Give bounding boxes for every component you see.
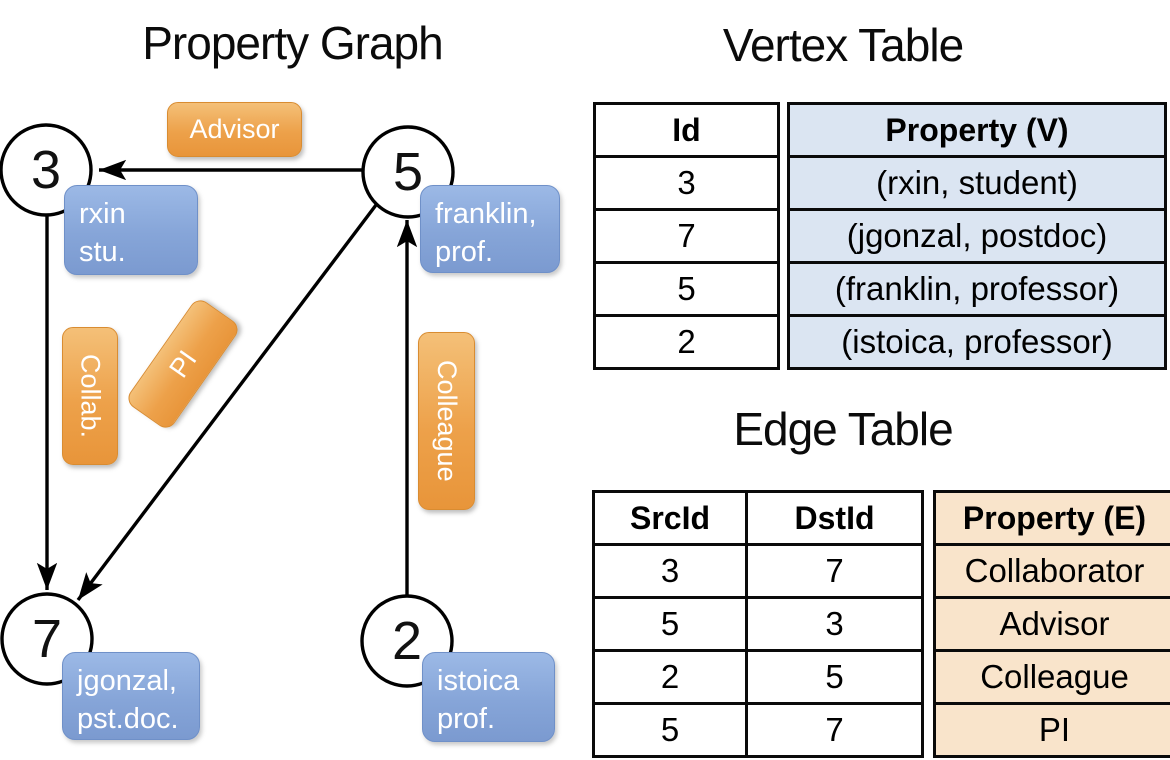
edge-table-title: Edge Table <box>733 403 953 455</box>
vertex-id-cell: 3 <box>593 155 780 211</box>
node-7-id: 7 <box>31 609 63 669</box>
edge-table: SrcId DstId 3 7 5 3 2 5 5 7 Property (E)… <box>592 490 1170 758</box>
vertex-table-id-header: Id <box>593 102 780 158</box>
vertex-box-3-line2: stu. <box>79 236 126 269</box>
vertex-table-property-column: Property (V) (rxin, student) (jgonzal, p… <box>787 102 1167 370</box>
vertex-box-3-line1: rxin <box>79 198 126 230</box>
node-2-id: 2 <box>391 611 423 671</box>
edge-table-property-column: Property (E) Collaborator Advisor Collea… <box>933 490 1170 758</box>
edge-table-dstid-header: DstId <box>745 490 924 546</box>
edge-label-colleague: Colleague <box>418 332 475 510</box>
vertex-property-box-5: franklin, prof. <box>420 185 560 273</box>
edge-src-cell: 3 <box>592 543 748 599</box>
edge-5-to-7 <box>76 203 378 602</box>
vertex-property-box-3: rxin stu. <box>64 185 198 275</box>
edge-table-id-columns: SrcId DstId 3 7 5 3 2 5 5 7 <box>592 490 924 758</box>
edge-property-cell: Collaborator <box>933 543 1170 599</box>
vertex-property-box-7: jgonzal, pst.doc. <box>62 652 200 740</box>
vertex-property-cell: (istoica, professor) <box>787 314 1167 370</box>
vertex-box-5-line1: franklin, <box>435 198 537 230</box>
node-3-id: 3 <box>30 140 62 200</box>
edge-label-advisor: Advisor <box>167 102 302 157</box>
vertex-table-id-column: Id 3 7 5 2 <box>593 102 780 370</box>
edge-table-srcid-header: SrcId <box>592 490 748 546</box>
edge-table-property-header: Property (E) <box>933 490 1170 546</box>
edge-property-cell: Advisor <box>933 596 1170 652</box>
edge-dst-cell: 3 <box>745 596 924 652</box>
vertex-id-cell: 2 <box>593 314 780 370</box>
vertex-id-cell: 7 <box>593 208 780 264</box>
edge-label-collab: Collab. <box>62 327 118 465</box>
vertex-table: Id 3 7 5 2 Property (V) (rxin, student) … <box>593 102 1167 370</box>
vertex-box-2-line1: istoica <box>437 665 520 697</box>
edge-property-cell: Colleague <box>933 649 1170 705</box>
vertex-box-5-line2: prof. <box>435 236 494 269</box>
edge-property-cell: PI <box>933 702 1170 758</box>
edge-src-cell: 5 <box>592 596 748 652</box>
property-graph-title: Property Graph <box>142 17 443 69</box>
edge-dst-cell: 7 <box>745 702 924 758</box>
node-5-id: 5 <box>392 142 424 202</box>
vertex-box-2-line2: prof. <box>437 703 496 736</box>
vertex-box-7-line1: jgonzal, <box>77 665 177 697</box>
edge-dst-cell: 7 <box>745 543 924 599</box>
edge-dst-cell: 5 <box>745 649 924 705</box>
edge-src-cell: 5 <box>592 702 748 758</box>
vertex-table-property-header: Property (V) <box>787 102 1167 158</box>
vertex-property-box-2: istoica prof. <box>422 652 555 742</box>
edge-src-cell: 2 <box>592 649 748 705</box>
vertex-id-cell: 5 <box>593 261 780 317</box>
vertex-property-cell: (jgonzal, postdoc) <box>787 208 1167 264</box>
vertex-property-cell: (franklin, professor) <box>787 261 1167 317</box>
vertex-box-7-line2: pst.doc. <box>77 703 179 736</box>
vertex-property-cell: (rxin, student) <box>787 155 1167 211</box>
vertex-table-title: Vertex Table <box>722 19 964 71</box>
